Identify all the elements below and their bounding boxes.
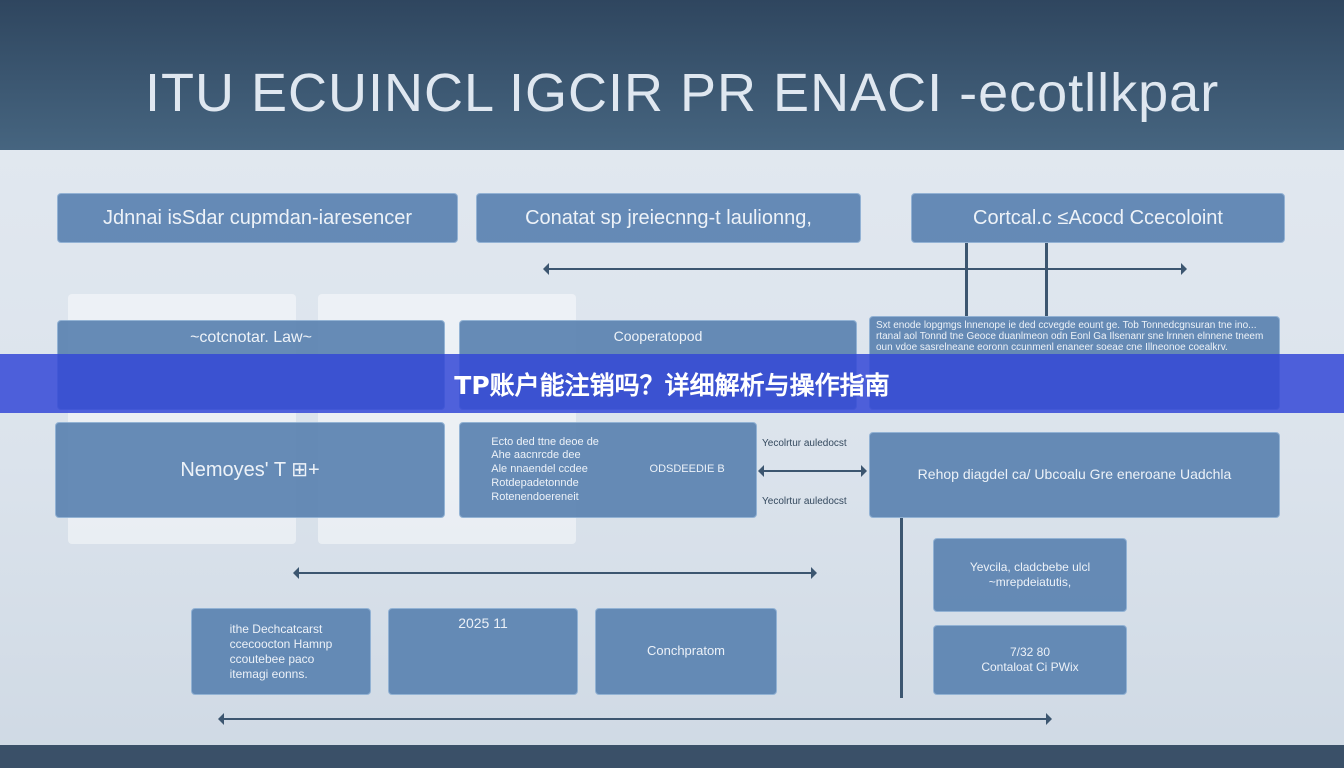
box-list: Ecto ded ttne deoe de Ahe aacnrcde dee A… — [459, 422, 757, 518]
arrow-connector — [758, 465, 867, 477]
banner-title: TP账户能注销吗？详细解析与操作指南 — [454, 370, 890, 400]
box-dechcatcarst: ithe Dechcatcarst ccecoocton Hamnp ccout… — [191, 608, 371, 695]
box-nemoyes: Nemoyes' T ⊞+ — [55, 422, 445, 518]
box-yevcila: Yevcila, cladcbebe ulcl ~mrepdeiatutis, — [933, 538, 1127, 612]
box-conchpratom: Conchpratom — [595, 608, 777, 695]
box-contaloat: 7/32 80 Contaloat Ci PWix — [933, 625, 1127, 695]
top-box-1: Jdnnai isSdar cupmdan-iaresencer — [57, 193, 458, 243]
header-band: ITU ECUINCL IGCIR PR ENACI -ecotllkpar — [0, 0, 1344, 150]
list-text: Ecto ded ttne deoe de Ahe aacnrcde dee A… — [491, 435, 599, 503]
title-banner: TP账户能注销吗？详细解析与操作指南 — [0, 354, 1344, 413]
connector-line — [900, 518, 903, 698]
footer-band — [0, 745, 1344, 768]
arrow-connector — [543, 263, 1187, 275]
side-label: Yecolrtur auledocst — [762, 496, 847, 507]
box-date: 2025 11 — [388, 608, 578, 695]
header-title: ITU ECUINCL IGCIR PR ENACI -ecotllkpar — [145, 63, 1220, 123]
connector-line — [965, 243, 968, 316]
connector-line — [1045, 243, 1048, 316]
arrow-connector — [218, 713, 1052, 725]
arrow-connector — [293, 567, 817, 579]
side-label: Yecolrtur auledocst — [762, 438, 847, 449]
top-box-2: Conatat sp jreiecnng-t laulionng, — [476, 193, 861, 243]
list-code: ODSDEEDIE B — [649, 463, 725, 476]
box-rehop: Rehop diagdel ca/ Ubcoalu Gre eneroane U… — [869, 432, 1280, 518]
top-box-3: Cortcal.c ≤Acocd Ccecoloint — [911, 193, 1285, 243]
